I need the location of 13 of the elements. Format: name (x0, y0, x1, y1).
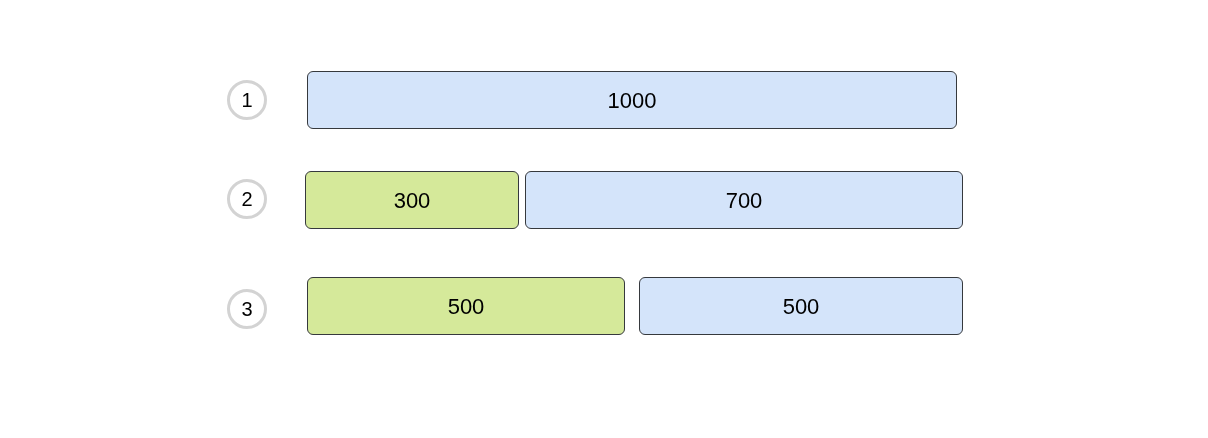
value-bar (307, 71, 957, 129)
step-number: 3 (241, 297, 253, 322)
value-bar (305, 171, 519, 229)
value-bar (639, 277, 963, 335)
value-label: 1000 (607, 86, 657, 115)
step-number: 1 (241, 88, 253, 113)
value-label: 300 (393, 186, 431, 215)
value-bar (307, 277, 625, 335)
step-number: 2 (241, 187, 253, 212)
value-label: 700 (725, 186, 763, 215)
value-bar (525, 171, 963, 229)
value-label: 500 (782, 292, 820, 321)
value-label: 500 (447, 292, 485, 321)
